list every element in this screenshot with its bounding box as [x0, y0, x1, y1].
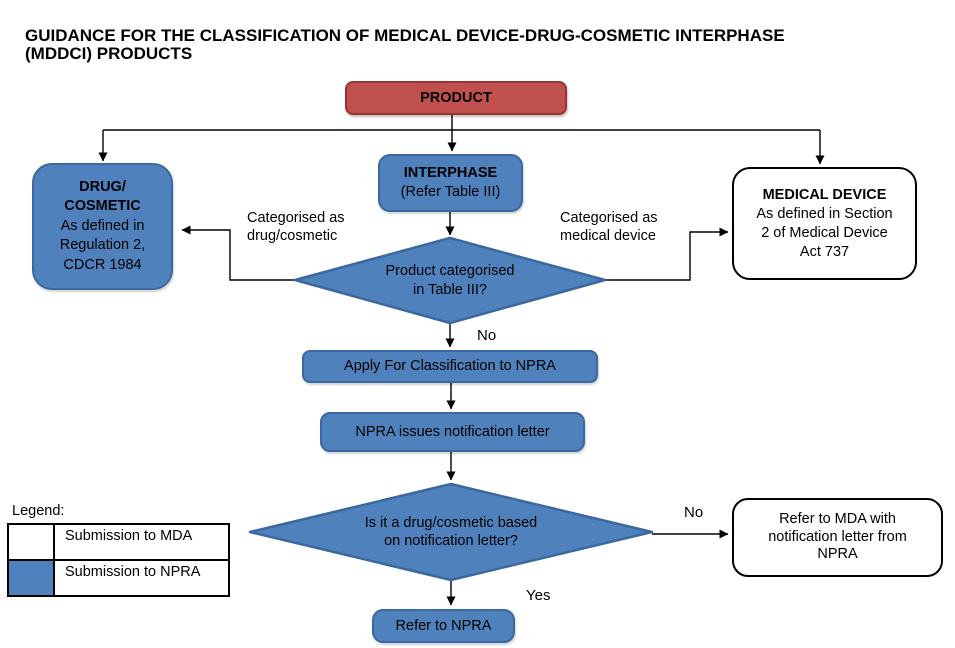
node-interphase: INTERPHASE (Refer Table III) — [378, 154, 523, 212]
edge-label-no-notification: No — [684, 504, 704, 521]
node-medical-device-title: MEDICAL DEVICE — [762, 186, 887, 203]
legend-label-npra: Submission to NPRA — [65, 564, 201, 580]
edge-label-categorised-device: Categorised as medical device — [560, 210, 658, 244]
legend-row-mda: Submission to MDA — [9, 525, 228, 559]
page-title: GUIDANCE FOR THE CLASSIFICATION OF MEDIC… — [25, 26, 785, 63]
node-npra-letter: NPRA issues notification letter — [320, 412, 585, 452]
decision-table3-label: Product categorised in Table III? — [385, 263, 515, 298]
decision-notification-label: Is it a drug/cosmetic based on notificat… — [364, 514, 538, 550]
decision-notification-diamond — [248, 482, 654, 582]
edge-label-yes-notification: Yes — [526, 587, 551, 604]
edge-decision-to-medical-device — [605, 227, 729, 281]
node-refer-mda: Refer to MDA with notification letter fr… — [732, 498, 943, 577]
node-interphase-body: (Refer Table III) — [400, 184, 501, 200]
node-medical-device: MEDICAL DEVICE As defined in Section 2 o… — [732, 167, 917, 280]
edge-decision-to-drug-cosmetic — [181, 225, 295, 281]
decision-table3-diamond — [293, 236, 607, 325]
node-product: PRODUCT — [345, 81, 567, 115]
node-npra-letter-label: NPRA issues notification letter — [355, 423, 550, 440]
legend-swatch-npra — [9, 561, 55, 595]
legend-heading: Legend: — [12, 503, 65, 519]
node-refer-mda-label: Refer to MDA with notification letter fr… — [768, 511, 907, 563]
legend-row-npra: Submission to NPRA — [9, 559, 228, 595]
node-drug-cosmetic-body: As defined in Regulation 2, CDCR 1984 — [59, 217, 146, 273]
node-drug-cosmetic-title: DRUG/ COSMETIC — [64, 178, 141, 215]
legend-table: Submission to MDA Submission to NPRA — [7, 523, 230, 597]
edge-label-no-table3: No — [477, 327, 497, 344]
node-refer-npra: Refer to NPRA — [372, 609, 515, 643]
legend-swatch-mda — [9, 525, 55, 559]
node-medical-device-body: As defined in Section 2 of Medical Devic… — [756, 205, 893, 260]
legend-label-mda: Submission to MDA — [65, 528, 193, 544]
edge-label-categorised-drug: Categorised as drug/cosmetic — [247, 210, 345, 244]
node-apply-npra-label: Apply For Classification to NPRA — [344, 358, 556, 374]
node-drug-cosmetic: DRUG/ COSMETIC As defined in Regulation … — [32, 163, 173, 290]
node-refer-npra-label: Refer to NPRA — [395, 617, 492, 634]
node-product-label: PRODUCT — [420, 89, 492, 106]
node-interphase-title: INTERPHASE — [403, 165, 498, 181]
node-apply-npra: Apply For Classification to NPRA — [302, 350, 598, 383]
